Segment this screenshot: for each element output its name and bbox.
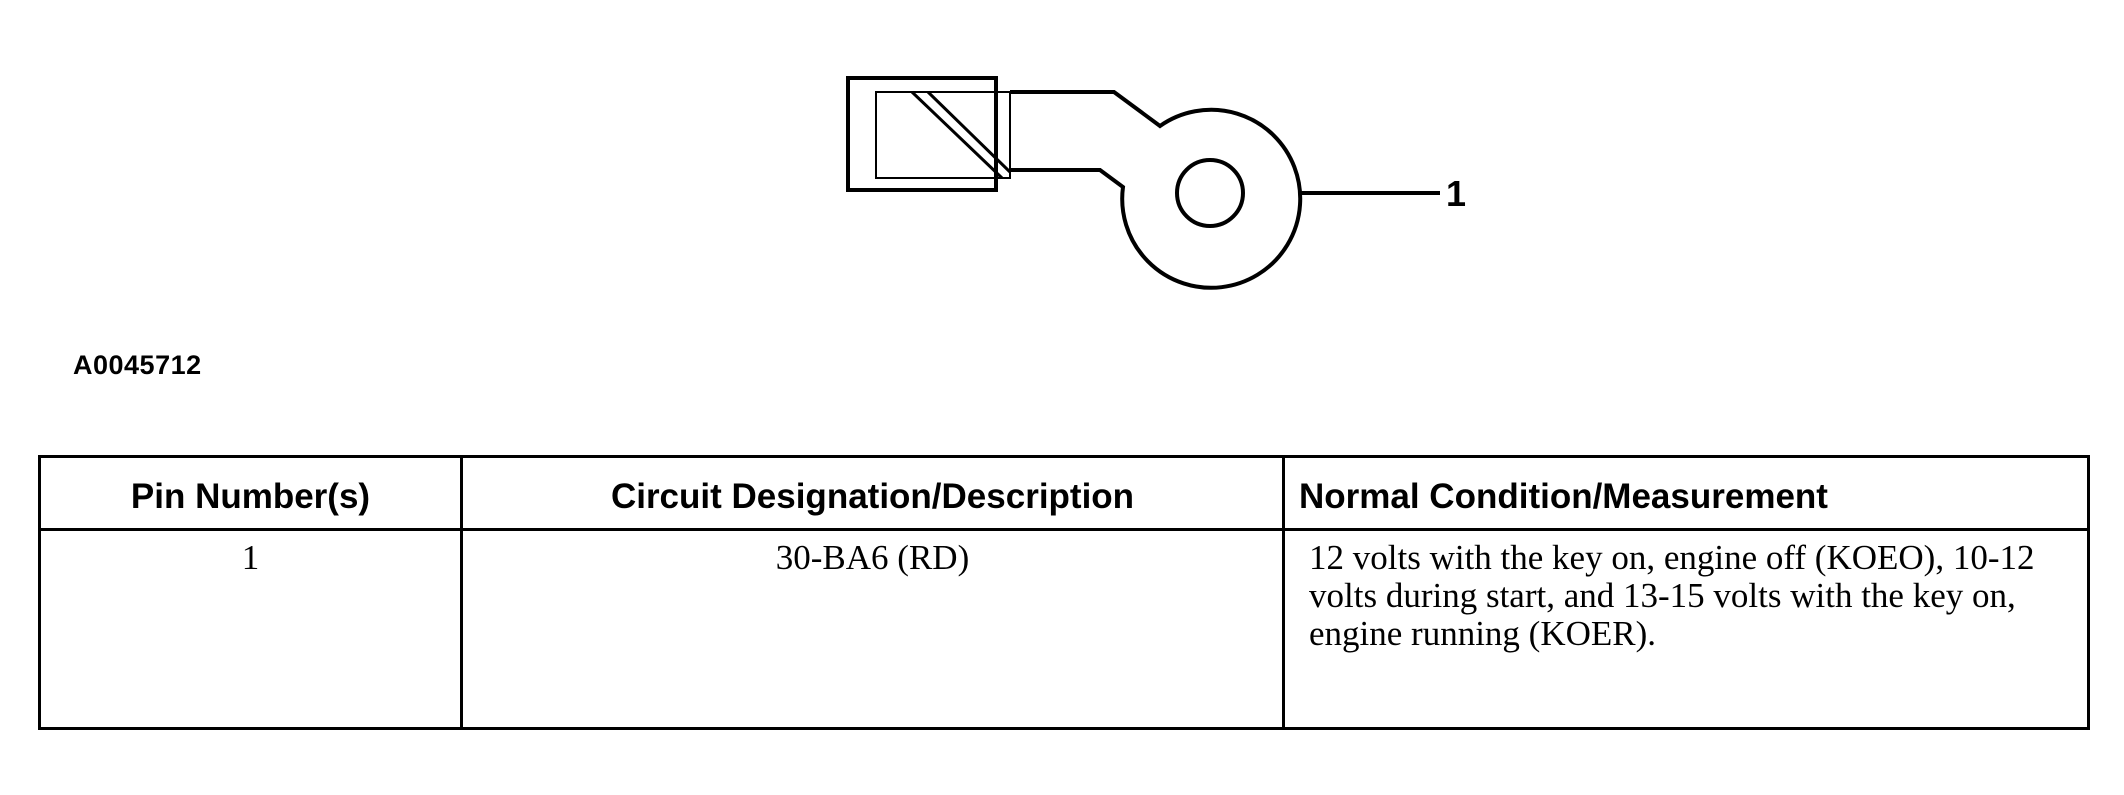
- connector-hatch-line: [910, 90, 1004, 180]
- header-pin-numbers: Pin Number(s): [38, 455, 463, 531]
- table-row: 1 30-BA6 (RD) 12 volts with the key on, …: [38, 528, 2090, 730]
- ring-terminal-connector-diagram: 1: [846, 76, 1466, 290]
- figure-id: A0045712: [73, 350, 202, 380]
- pin-table: Pin Number(s) Circuit Designation/Descri…: [38, 455, 2090, 730]
- ring-terminal-body: [1010, 90, 1303, 290]
- cell-circuit: 30-BA6 (RD): [460, 528, 1285, 730]
- callout-label: 1: [1446, 173, 1466, 214]
- connector-hatch-line-2: [926, 90, 1012, 174]
- cell-condition: 12 volts with the key on, engine off (KO…: [1282, 528, 2090, 730]
- ring-terminal-hole: [1175, 158, 1245, 228]
- table-header-row: Pin Number(s) Circuit Designation/Descri…: [38, 455, 2090, 531]
- connector-housing: [846, 76, 998, 192]
- header-circuit-designation: Circuit Designation/Description: [460, 455, 1285, 531]
- header-normal-condition: Normal Condition/Measurement: [1282, 455, 2090, 531]
- connector-inner-frame: [875, 91, 1011, 179]
- cell-pin-number: 1: [38, 528, 463, 730]
